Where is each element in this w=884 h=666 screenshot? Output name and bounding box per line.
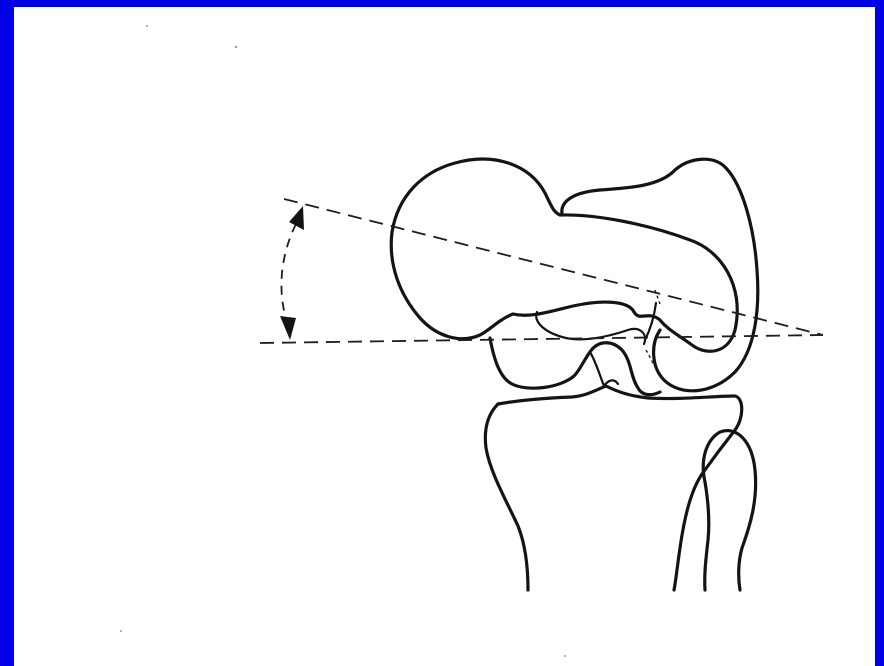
angle-arc bbox=[281, 224, 296, 330]
fibula-inner-edge bbox=[705, 482, 709, 590]
fibula-outline bbox=[703, 431, 755, 590]
tibial-plateau-upper bbox=[490, 338, 660, 395]
scan-specks bbox=[120, 25, 566, 657]
condylar-axis-dashed-line bbox=[284, 199, 823, 335]
tibial-spine bbox=[590, 352, 618, 386]
angle-arrowhead-bottom bbox=[280, 316, 296, 340]
angle-arrowhead-top bbox=[289, 206, 304, 230]
femoral-condyle-outline bbox=[391, 159, 737, 351]
tibial-plateau-dashed-line bbox=[260, 335, 823, 343]
tibia-posterior-edge bbox=[485, 404, 528, 590]
notch-inner-line bbox=[645, 303, 656, 340]
